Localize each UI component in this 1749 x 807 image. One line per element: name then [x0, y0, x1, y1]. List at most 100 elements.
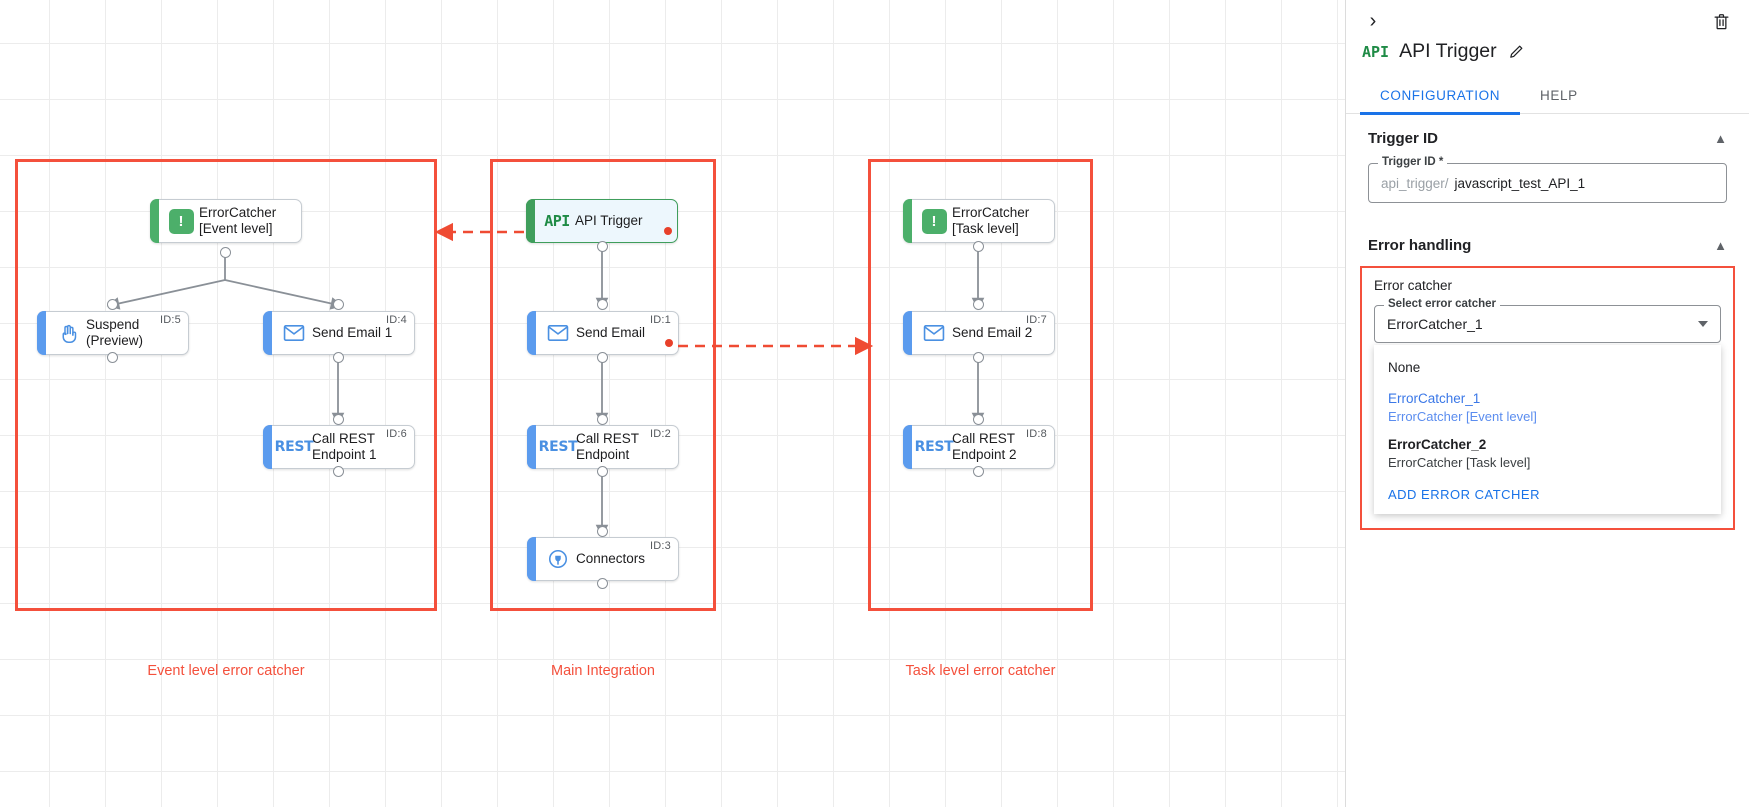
node-label: Send Email — [576, 325, 646, 341]
api-icon: API — [544, 212, 570, 230]
section-error-handling-header[interactable]: Error handling ▲ — [1346, 221, 1749, 264]
port-out[interactable] — [597, 578, 608, 589]
option-name: ErrorCatcher_2 — [1388, 436, 1487, 452]
trigger-id-value: javascript_test_API_1 — [1454, 175, 1586, 191]
group-box-main-integration — [490, 159, 716, 611]
pencil-icon[interactable] — [1507, 42, 1527, 62]
trigger-id-input[interactable]: Trigger ID * api_trigger/ javascript_tes… — [1368, 156, 1727, 203]
node-send-email-2[interactable]: Send Email 2 ID:7 — [903, 311, 1055, 355]
node-error-catcher-event-level[interactable]: ! ErrorCatcher [Event level] — [150, 199, 302, 243]
port-out[interactable] — [973, 466, 984, 477]
node-error-catcher-task-level[interactable]: ! ErrorCatcher [Task level] — [903, 199, 1055, 243]
node-label: ErrorCatcher [Task level] — [952, 205, 1030, 236]
node-accent-bar — [526, 199, 535, 243]
trash-icon[interactable] — [1709, 9, 1733, 33]
node-api-trigger[interactable]: API API Trigger — [526, 199, 678, 243]
node-accent-bar — [263, 311, 272, 355]
port-out[interactable] — [973, 241, 984, 252]
node-id: ID:2 — [650, 428, 671, 440]
error-catcher-dropdown[interactable]: None ErrorCatcher_1 ErrorCatcher [Event … — [1374, 345, 1721, 514]
port-in[interactable] — [597, 526, 608, 537]
page-title: API Trigger — [1399, 40, 1497, 62]
panel-tabs: CONFIGURATION HELP — [1346, 80, 1749, 115]
node-label: Send Email 1 — [312, 325, 393, 341]
api-icon: API — [1362, 42, 1390, 61]
node-label: API Trigger — [575, 213, 643, 229]
chevron-down-icon[interactable] — [1698, 321, 1708, 327]
node-label: Call REST Endpoint — [576, 431, 640, 462]
hand-icon — [50, 323, 86, 344]
node-label: Send Email 2 — [952, 325, 1033, 341]
trigger-id-field-wrap: Trigger ID * api_trigger/ javascript_tes… — [1346, 156, 1749, 221]
option-name: None — [1388, 360, 1421, 375]
select-error-catcher-value: ErrorCatcher_1 — [1387, 316, 1483, 332]
port-out[interactable] — [597, 352, 608, 363]
port-out[interactable] — [333, 466, 344, 477]
node-accent-bar — [37, 311, 46, 355]
add-error-catcher-button[interactable]: ADD ERROR CATCHER — [1388, 486, 1540, 502]
chevron-right-icon[interactable]: › — [1369, 9, 1377, 32]
select-error-catcher[interactable]: Select error catcher ErrorCatcher_1 — [1374, 298, 1721, 343]
port-out[interactable] — [597, 241, 608, 252]
port-in[interactable] — [597, 299, 608, 310]
dropdown-option-none[interactable]: None — [1374, 354, 1721, 385]
node-accent-bar — [903, 311, 912, 355]
port-in[interactable] — [333, 414, 344, 425]
node-id: ID:6 — [386, 428, 407, 440]
node-id: ID:5 — [160, 314, 181, 326]
tab-help[interactable]: HELP — [1540, 88, 1578, 104]
port-in[interactable] — [597, 414, 608, 425]
group-label-task-level: Task level error catcher — [905, 663, 1056, 679]
node-suspend[interactable]: Suspend (Preview) ID:5 — [37, 311, 189, 355]
node-label: Suspend (Preview) — [86, 317, 144, 348]
node-accent-bar — [903, 425, 912, 469]
panel-header: › API API Trigger — [1346, 0, 1749, 80]
envelope-icon — [276, 324, 312, 342]
port-out[interactable] — [107, 352, 118, 363]
option-desc: ErrorCatcher [Event level] — [1388, 409, 1537, 425]
trigger-id-prefix: api_trigger/ — [1381, 175, 1449, 191]
port-out[interactable] — [220, 247, 231, 258]
group-label-main-integration: Main Integration — [551, 663, 655, 679]
option-name: ErrorCatcher_1 — [1388, 391, 1481, 407]
chevron-up-icon[interactable]: ▲ — [1714, 131, 1727, 146]
section-trigger-id-header[interactable]: Trigger ID ▲ — [1346, 114, 1749, 157]
error-catcher-box: Error catcher Select error catcher Error… — [1360, 266, 1735, 530]
tab-configuration[interactable]: CONFIGURATION — [1360, 80, 1521, 115]
node-label: Call REST Endpoint 1 — [312, 431, 377, 462]
node-label: ErrorCatcher [Event level] — [199, 205, 277, 236]
rest-icon: REST — [274, 439, 314, 455]
node-send-email-1[interactable]: Send Email 1 ID:4 — [263, 311, 415, 355]
port-in[interactable] — [973, 414, 984, 425]
node-call-rest-endpoint[interactable]: REST Call REST Endpoint ID:2 — [527, 425, 679, 469]
node-id: ID:3 — [650, 540, 671, 552]
node-send-email[interactable]: Send Email ID:1 — [527, 311, 679, 355]
port-out[interactable] — [333, 352, 344, 363]
envelope-icon — [540, 324, 576, 342]
group-box-event-level — [15, 159, 437, 611]
chevron-up-icon[interactable]: ▲ — [1714, 238, 1727, 253]
error-indicator-dot — [664, 227, 672, 235]
node-call-rest-endpoint-2[interactable]: REST Call REST Endpoint 2 ID:8 — [903, 425, 1055, 469]
dropdown-option-errorcatcher-2[interactable]: ErrorCatcher_2 ErrorCatcher [Task level] — [1374, 431, 1721, 477]
port-out[interactable] — [597, 466, 608, 477]
node-id: ID:8 — [1026, 428, 1047, 440]
port-in[interactable] — [973, 299, 984, 310]
node-id: ID:7 — [1026, 314, 1047, 326]
node-accent-bar — [527, 425, 536, 469]
rest-icon: REST — [914, 439, 954, 455]
port-out[interactable] — [973, 352, 984, 363]
node-accent-bar — [527, 311, 536, 355]
node-accent-bar — [263, 425, 272, 469]
node-call-rest-endpoint-1[interactable]: REST Call REST Endpoint 1 ID:6 — [263, 425, 415, 469]
error-catcher-title: Error catcher — [1374, 278, 1453, 293]
dropdown-option-errorcatcher-1[interactable]: ErrorCatcher_1 ErrorCatcher [Event level… — [1374, 385, 1721, 431]
panel-title-row: API API Trigger — [1362, 40, 1527, 63]
port-in[interactable] — [107, 299, 118, 310]
node-connectors[interactable]: Connectors ID:3 — [527, 537, 679, 581]
error-catcher-icon: ! — [916, 208, 952, 234]
port-in[interactable] — [333, 299, 344, 310]
workflow-canvas[interactable]: Event level error catcher Main Integrati… — [0, 0, 1345, 807]
node-id: ID:1 — [650, 314, 671, 326]
